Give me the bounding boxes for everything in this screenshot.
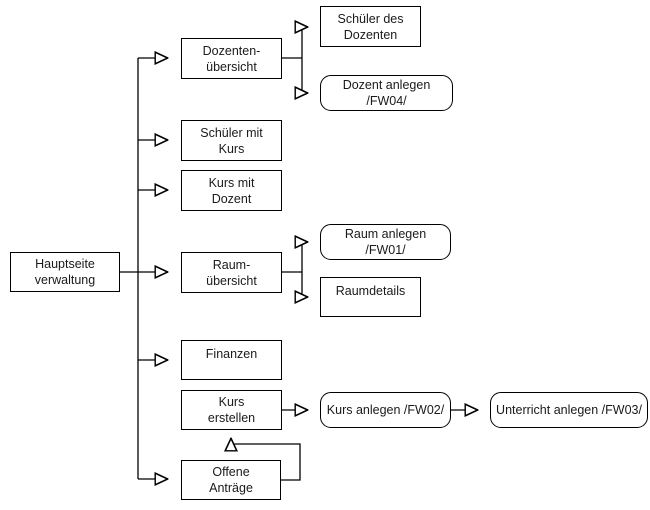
node-offene-antraege[interactable]: Offene Anträge	[181, 460, 281, 500]
node-dozent-anlegen-fw04[interactable]: Dozent anlegen /FW04/	[320, 75, 453, 111]
node-label: Dozenten- übersicht	[202, 43, 261, 74]
node-kurs-mit-dozent[interactable]: Kurs mit Dozent	[181, 170, 282, 211]
node-raumdetails[interactable]: Raumdetails	[320, 277, 421, 317]
node-unterricht-anlegen-fw03[interactable]: Unterricht anlegen /FW03/	[490, 392, 648, 428]
node-raum-uebersicht[interactable]: Raum- übersicht	[181, 252, 282, 293]
node-label: Kurs mit Dozent	[208, 175, 255, 206]
node-label: Unterricht anlegen /FW03/	[496, 403, 642, 417]
edge-offene-kurserstellen	[231, 438, 301, 481]
node-hauptseite-verwaltung[interactable]: Hauptseite verwaltung	[10, 252, 120, 292]
node-label: Schüler mit Kurs	[200, 125, 263, 156]
node-schueler-des-dozenten[interactable]: Schüler des Dozenten	[320, 6, 421, 47]
node-label: Hauptseite verwaltung	[34, 257, 96, 287]
node-kurs-erstellen[interactable]: Kurs erstellen	[181, 390, 282, 430]
node-label: Kurs erstellen	[207, 395, 256, 425]
node-finanzen[interactable]: Finanzen	[181, 340, 282, 380]
node-raum-anlegen-fw01[interactable]: Raum anlegen /FW01/	[320, 224, 451, 260]
node-kurs-anlegen-fw02[interactable]: Kurs anlegen /FW02/	[320, 392, 451, 428]
node-label: Raum- übersicht	[206, 257, 257, 288]
node-label: Finanzen	[205, 347, 258, 361]
node-dozenten-uebersicht[interactable]: Dozenten- übersicht	[181, 38, 282, 79]
node-schueler-mit-kurs[interactable]: Schüler mit Kurs	[181, 120, 282, 161]
node-label: Raum anlegen /FW01/	[344, 227, 427, 257]
node-label: Schüler des Dozenten	[337, 11, 404, 42]
node-label: Offene Anträge	[209, 465, 253, 495]
node-label: Dozent anlegen /FW04/	[342, 78, 431, 108]
node-label: Raumdetails	[335, 284, 406, 298]
node-label: Kurs anlegen /FW02/	[326, 403, 445, 417]
